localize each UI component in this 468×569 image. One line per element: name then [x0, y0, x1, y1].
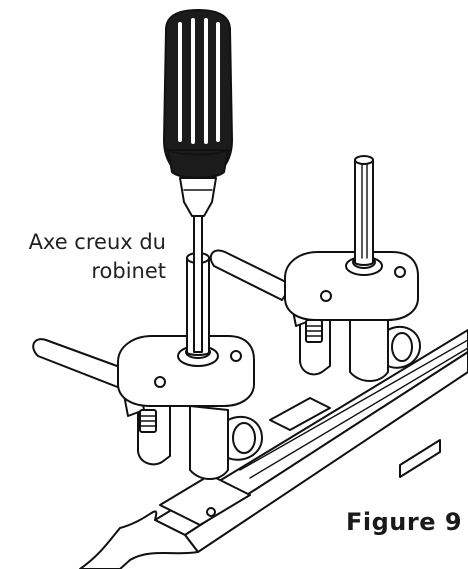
callout-line-2: robinet — [91, 259, 166, 283]
valve-left-icon — [32, 252, 263, 480]
screwdriver-icon — [162, 8, 234, 353]
valve-shaft-callout: Axe creux du robinet — [0, 228, 166, 286]
valve-right-icon — [209, 155, 421, 382]
manifold-rail-icon — [79, 329, 468, 569]
figure-caption: Figure 9 — [346, 508, 463, 536]
callout-line-1: Axe creux du — [28, 230, 166, 254]
